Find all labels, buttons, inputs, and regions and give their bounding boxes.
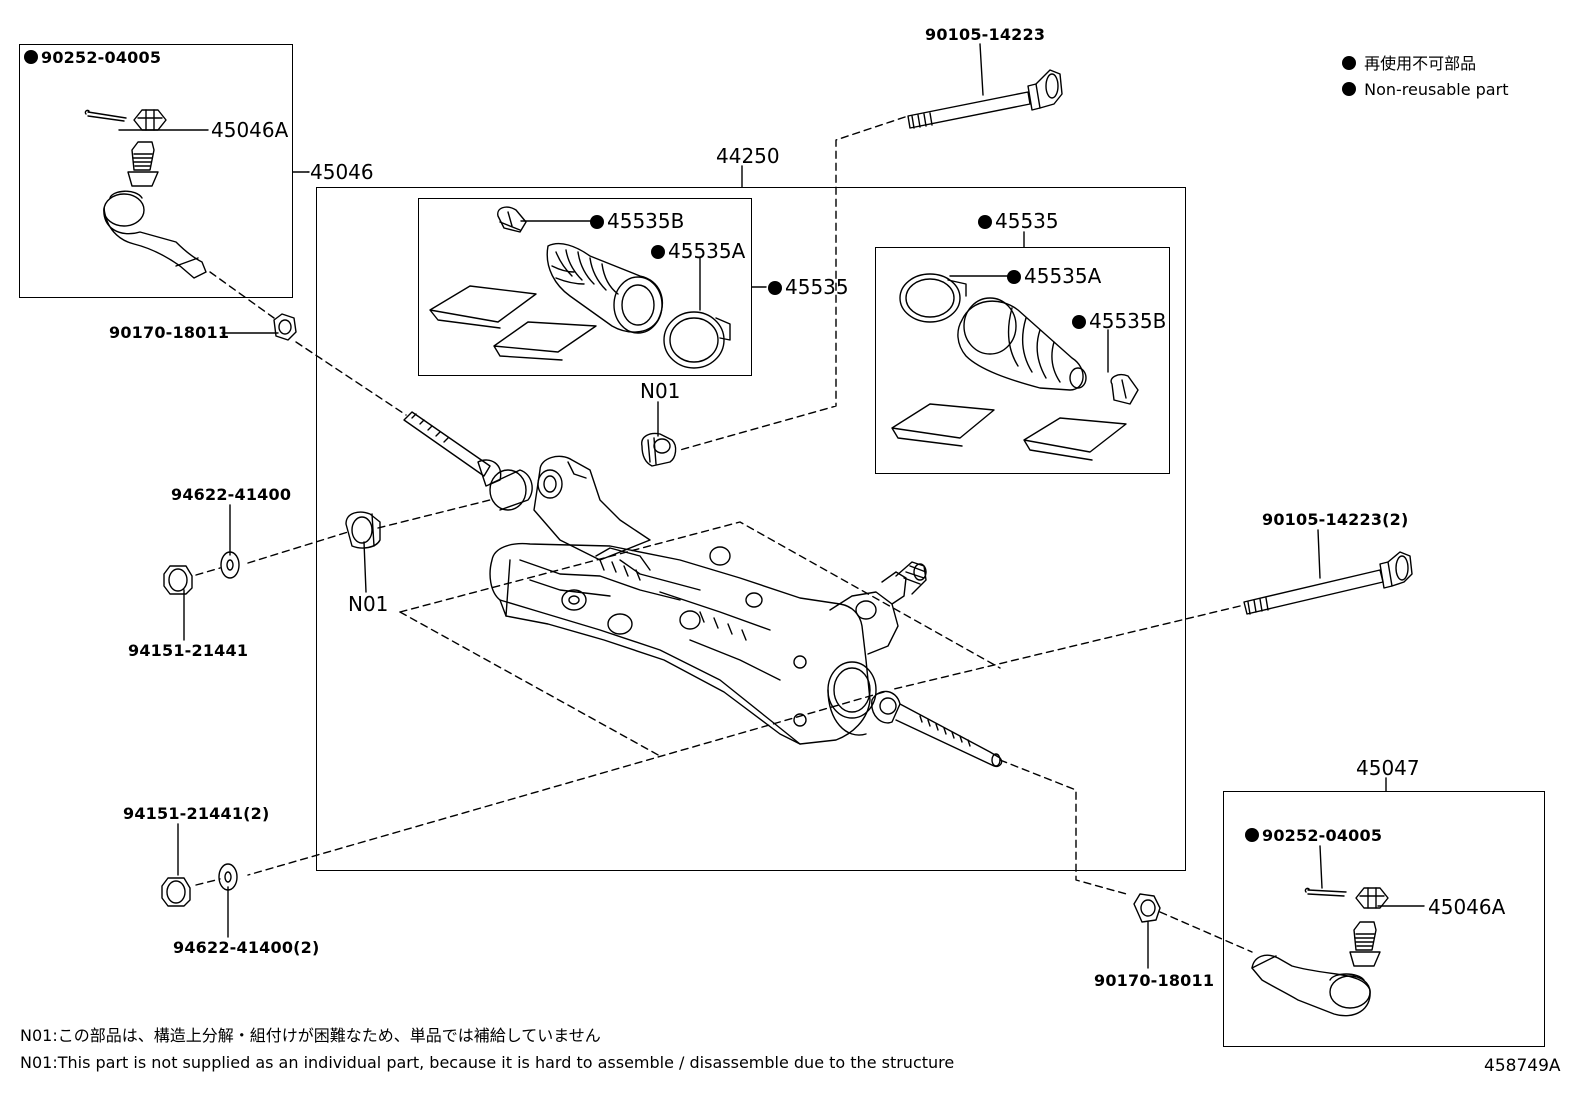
label-boot-kit-right: 45535 — [978, 211, 1059, 231]
tie-rod-end-left — [85, 110, 206, 278]
washer-nut-upper — [164, 552, 239, 594]
hex-nut-right — [1134, 894, 1160, 922]
label-bolt-right: 90105-14223(2) — [1262, 510, 1409, 529]
non-reusable-dot-icon — [1245, 828, 1259, 842]
label-tie-rod-end-left: 45046 — [310, 160, 374, 184]
label-castle-nut-left: 45046A — [211, 118, 289, 142]
non-reusable-dot-icon — [590, 215, 604, 229]
label-washer-lower: 94622-41400(2) — [173, 938, 320, 957]
steering-gear-assy-box — [316, 187, 1186, 871]
grommet-n01-left — [346, 512, 380, 548]
label-nut-upper: 94151-21441 — [128, 641, 249, 660]
label-boot-clamp-b-left: 45535B — [590, 211, 684, 231]
boot-kit-right-box — [875, 247, 1170, 474]
non-reusable-dot-icon — [1072, 315, 1086, 329]
diagram-id: 458749A — [1484, 1056, 1561, 1076]
tie-rod-end-right-box — [1223, 791, 1545, 1047]
tie-rod-end-left-box — [19, 44, 293, 298]
label-n01-left: N01 — [348, 592, 389, 616]
label-boot-kit-left: 45535 — [768, 277, 849, 297]
label-nut-left: 90170-18011 — [109, 323, 230, 342]
washer-nut-lower — [162, 864, 237, 906]
label-nut-right: 90170-18011 — [1094, 971, 1215, 990]
leader-lines — [119, 44, 1424, 968]
non-reusable-dot-icon — [1007, 270, 1021, 284]
dashed-assembly-lines — [196, 117, 1252, 952]
label-boot-clamp-b-right: 45535B — [1072, 311, 1166, 331]
label-castle-nut-right: 45046A — [1428, 895, 1506, 919]
flange-bolt-top — [908, 70, 1062, 128]
boot-kit-right-parts — [892, 274, 1138, 460]
hex-nut-left — [274, 314, 296, 340]
label-steering-gear-assy: 44250 — [716, 144, 780, 168]
footnote-n01-en: N01:This part is not supplied as an indi… — [20, 1053, 955, 1072]
label-cotter-pin-right: 90252-04005 — [1245, 828, 1382, 844]
grommet-n01-top — [642, 434, 676, 467]
label-boot-clamp-a-left: 45535A — [651, 241, 745, 261]
non-reusable-dot-icon — [1342, 56, 1356, 70]
steering-gear-housing — [404, 412, 1002, 766]
label-bolt-top: 90105-14223 — [925, 25, 1046, 44]
non-reusable-dot-icon — [24, 50, 38, 64]
label-cotter-pin-left: 90252-04005 — [24, 50, 161, 66]
tie-rod-end-right — [1252, 888, 1388, 1016]
non-reusable-dot-icon — [978, 215, 992, 229]
label-nut-lower: 94151-21441(2) — [123, 804, 270, 823]
footnote-n01-jp: N01:この部品は、構造上分解・組付けが困難なため、単品では補給していません — [20, 1026, 601, 1045]
legend-en: Non-reusable part — [1342, 82, 1508, 98]
non-reusable-dot-icon — [1342, 82, 1356, 96]
label-tie-rod-end-right: 45047 — [1356, 756, 1420, 780]
non-reusable-dot-icon — [768, 281, 782, 295]
label-boot-clamp-a-right: 45535A — [1007, 266, 1101, 286]
boot-kit-left-parts — [430, 207, 730, 368]
label-n01-top: N01 — [640, 379, 681, 403]
legend-jp: 再使用不可部品 — [1342, 56, 1476, 72]
flange-bolt-right — [1244, 552, 1412, 614]
non-reusable-dot-icon — [651, 245, 665, 259]
label-washer-upper: 94622-41400 — [171, 485, 292, 504]
